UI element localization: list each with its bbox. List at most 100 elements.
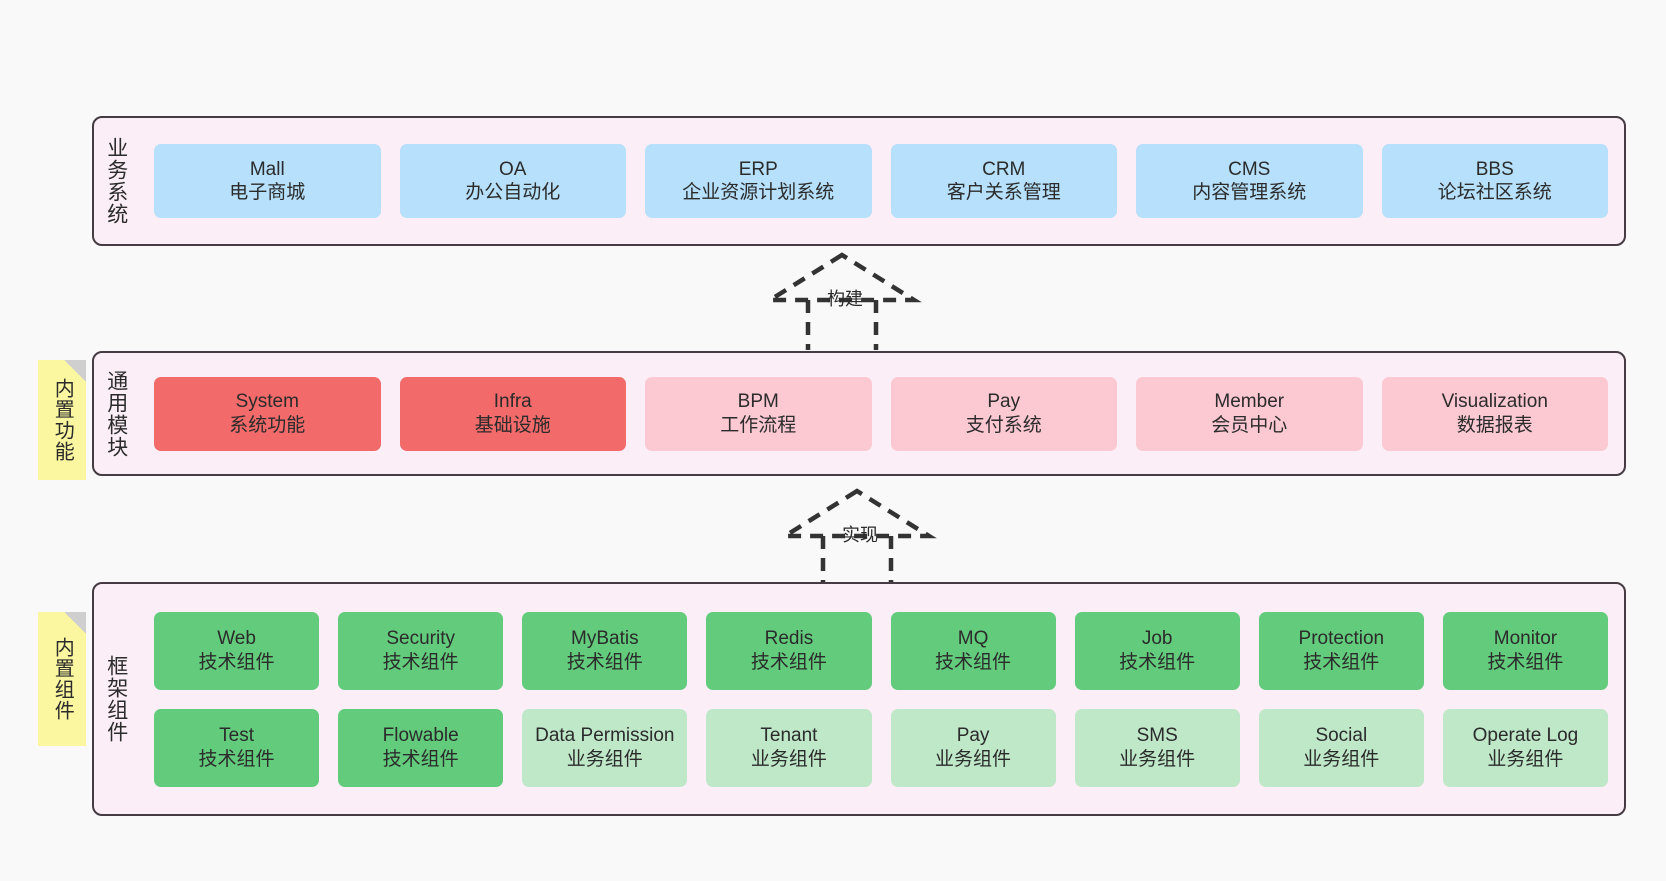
card-subtitle: 业务组件 (566, 748, 643, 770)
note-fold-corner (64, 360, 86, 382)
card-subtitle: 工作流程 (720, 414, 797, 436)
card-subtitle: 电子商城 (229, 182, 306, 203)
card-subtitle: 会员中心 (1211, 414, 1288, 436)
card-bpm[interactable]: BPM 工作流程 (645, 376, 872, 451)
connector-build-arrow (762, 252, 922, 350)
card-subtitle: 企业资源计划系统 (682, 182, 835, 203)
card-redis[interactable]: Redis 技术组件 (706, 611, 872, 690)
card-title: Test (219, 725, 254, 747)
card-infra[interactable]: Infra 基础设施 (399, 376, 626, 451)
connector-implement-arrow (777, 488, 937, 586)
card-title: System (235, 391, 299, 413)
card-pay[interactable]: Pay 支付系统 (890, 376, 1117, 451)
card-title: Security (386, 628, 455, 650)
card-subtitle: 技术组件 (198, 651, 275, 673)
card-subtitle: 论坛社区系统 (1437, 182, 1552, 203)
card-sms[interactable]: SMS 业务组件 (1074, 708, 1240, 787)
card-group-business-systems: Mall 电子商城 OA 办公自动化 ERP 企业资源计划系统 CRM 客户关系… (138, 118, 1624, 244)
note-fold-corner (64, 612, 86, 634)
card-subtitle: 系统功能 (229, 414, 306, 436)
note-label: 内置组件 (51, 637, 74, 721)
card-title: Protection (1298, 628, 1385, 650)
card-crm[interactable]: CRM 客户关系管理 (890, 144, 1117, 218)
card-operate-log[interactable]: Operate Log 业务组件 (1442, 708, 1608, 787)
card-bbs[interactable]: BBS 论坛社区系统 (1381, 144, 1608, 218)
card-title: Visualization (1441, 391, 1548, 413)
card-oa[interactable]: OA 办公自动化 (399, 144, 626, 218)
card-title: Mall (249, 158, 285, 180)
layer-common-modules: 通用模块 System 系统功能 Infra 基础设施 BPM 工作流程 Pay… (92, 351, 1626, 476)
card-title: CRM (982, 158, 1026, 180)
card-title: OA (499, 158, 527, 180)
card-subtitle: 技术组件 (1487, 651, 1564, 673)
card-social[interactable]: Social 业务组件 (1258, 708, 1424, 787)
card-web[interactable]: Web 技术组件 (154, 611, 320, 690)
card-title: Data Permission (535, 725, 675, 747)
card-title: SMS (1136, 725, 1178, 747)
card-system[interactable]: System 系统功能 (154, 376, 381, 451)
card-pay-business[interactable]: Pay 业务组件 (890, 708, 1056, 787)
note-label: 内置功能 (51, 378, 74, 462)
layer-framework-components: 框架组件 Web 技术组件 Security 技术组件 MyBatis 技术组件… (92, 582, 1626, 816)
connector-build: 构建 (760, 252, 940, 352)
card-row: Web 技术组件 Security 技术组件 MyBatis 技术组件 Redi… (154, 611, 1608, 690)
card-title: Operate Log (1472, 725, 1579, 747)
layer-label-business-systems: 业务系统 (104, 137, 128, 225)
layer-label-framework-components: 框架组件 (104, 655, 128, 743)
card-subtitle: 业务组件 (1119, 748, 1196, 770)
card-title: Infra (493, 391, 532, 413)
card-subtitle: 技术组件 (566, 651, 643, 673)
card-title: Social (1315, 725, 1368, 747)
card-data-permission[interactable]: Data Permission 业务组件 (522, 708, 688, 787)
card-row: Test 技术组件 Flowable 技术组件 Data Permission … (154, 708, 1608, 787)
card-cms[interactable]: CMS 内容管理系统 (1136, 144, 1363, 218)
card-title: MyBatis (571, 628, 639, 650)
card-mall[interactable]: Mall 电子商城 (154, 144, 381, 218)
connector-implement: 实现 (775, 488, 955, 588)
card-title: BBS (1475, 158, 1514, 180)
card-subtitle: 办公自动化 (465, 182, 561, 203)
sticky-note-builtin-features: 内置功能 (38, 360, 86, 480)
card-title: BPM (737, 391, 779, 413)
card-title: Monitor (1493, 628, 1558, 650)
card-subtitle: 技术组件 (750, 651, 827, 673)
card-flowable[interactable]: Flowable 技术组件 (338, 708, 504, 787)
card-row: System 系统功能 Infra 基础设施 BPM 工作流程 Pay 支付系统… (154, 376, 1608, 451)
card-title: Redis (764, 628, 814, 650)
layer-label-common-modules: 通用模块 (104, 369, 128, 458)
card-subtitle: 技术组件 (382, 651, 459, 673)
card-erp[interactable]: ERP 企业资源计划系统 (645, 144, 872, 218)
card-subtitle: 技术组件 (1119, 651, 1196, 673)
card-subtitle: 技术组件 (935, 651, 1012, 673)
card-tenant[interactable]: Tenant 业务组件 (706, 708, 872, 787)
card-subtitle: 技术组件 (1303, 651, 1380, 673)
card-mybatis[interactable]: MyBatis 技术组件 (522, 611, 688, 690)
card-protection[interactable]: Protection 技术组件 (1258, 611, 1424, 690)
card-test[interactable]: Test 技术组件 (154, 708, 320, 787)
card-job[interactable]: Job 技术组件 (1074, 611, 1240, 690)
card-member[interactable]: Member 会员中心 (1136, 376, 1363, 451)
card-subtitle: 基础设施 (474, 414, 551, 436)
card-mq[interactable]: MQ 技术组件 (890, 611, 1056, 690)
card-group-common-modules: System 系统功能 Infra 基础设施 BPM 工作流程 Pay 支付系统… (138, 353, 1624, 474)
card-subtitle: 业务组件 (1303, 748, 1380, 770)
card-subtitle: 技术组件 (382, 748, 459, 770)
card-title: Job (1141, 628, 1173, 650)
card-title: ERP (738, 158, 778, 180)
card-title: Web (217, 628, 256, 650)
card-monitor[interactable]: Monitor 技术组件 (1442, 611, 1608, 690)
card-security[interactable]: Security 技术组件 (338, 611, 504, 690)
layer-business-systems: 业务系统 Mall 电子商城 OA 办公自动化 ERP 企业资源计划系统 CRM… (92, 116, 1626, 246)
card-visualization[interactable]: Visualization 数据报表 (1381, 376, 1608, 451)
card-subtitle: 数据报表 (1456, 414, 1533, 436)
card-subtitle: 内容管理系统 (1192, 182, 1307, 203)
card-title: Tenant (760, 725, 818, 747)
card-subtitle: 业务组件 (1487, 748, 1564, 770)
card-title: MQ (957, 628, 989, 650)
connector-build-label: 构建 (827, 289, 863, 309)
card-title: CMS (1228, 158, 1271, 180)
card-title: Pay (956, 725, 990, 747)
card-subtitle: 支付系统 (965, 414, 1042, 436)
card-title: Flowable (382, 725, 459, 747)
